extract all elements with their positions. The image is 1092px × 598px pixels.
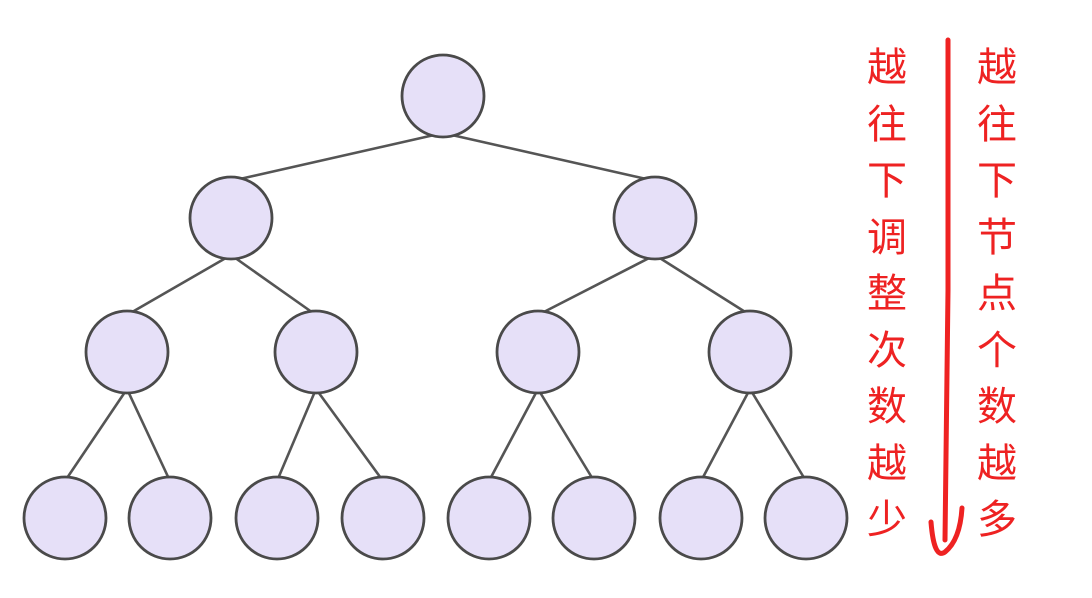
- tree-edge: [314, 388, 385, 482]
- tree-edge: [230, 253, 317, 317]
- tree-node: [658, 475, 744, 561]
- tree-node: [22, 475, 108, 561]
- tree-edge: [536, 388, 596, 482]
- tree-node: [495, 309, 581, 395]
- tree-edge: [537, 253, 656, 317]
- tree-edge: [654, 253, 751, 317]
- tree-node: [551, 475, 637, 561]
- tree-node: [763, 475, 849, 561]
- tree-node: [446, 475, 532, 561]
- tree-edge: [442, 131, 656, 183]
- tree-node: [273, 309, 359, 395]
- tree-edge: [748, 388, 808, 482]
- down-arrow: [928, 37, 965, 556]
- tree-node: [234, 475, 320, 561]
- label-more-nodes: 越 往 下 节 点 个 数 越 多: [977, 45, 1017, 543]
- tree-node: [340, 475, 426, 561]
- tree-node: [84, 309, 170, 395]
- tree-node: [707, 309, 793, 395]
- tree-edge: [487, 388, 540, 482]
- tree-edge: [230, 131, 444, 183]
- tree-edge: [63, 388, 129, 482]
- tree-edge: [126, 253, 232, 317]
- tree-node: [400, 53, 486, 139]
- tree-edge: [699, 388, 752, 482]
- tree-node: [127, 475, 213, 561]
- tree-edge: [125, 388, 172, 482]
- tree-node: [188, 175, 274, 261]
- tree-edge: [275, 388, 318, 482]
- tree-nodes: [22, 53, 849, 561]
- tree-edges: [63, 131, 808, 482]
- label-fewer-adjustments: 越 往 下 调 整 次 数 越 少: [867, 45, 907, 543]
- tree-node: [612, 175, 698, 261]
